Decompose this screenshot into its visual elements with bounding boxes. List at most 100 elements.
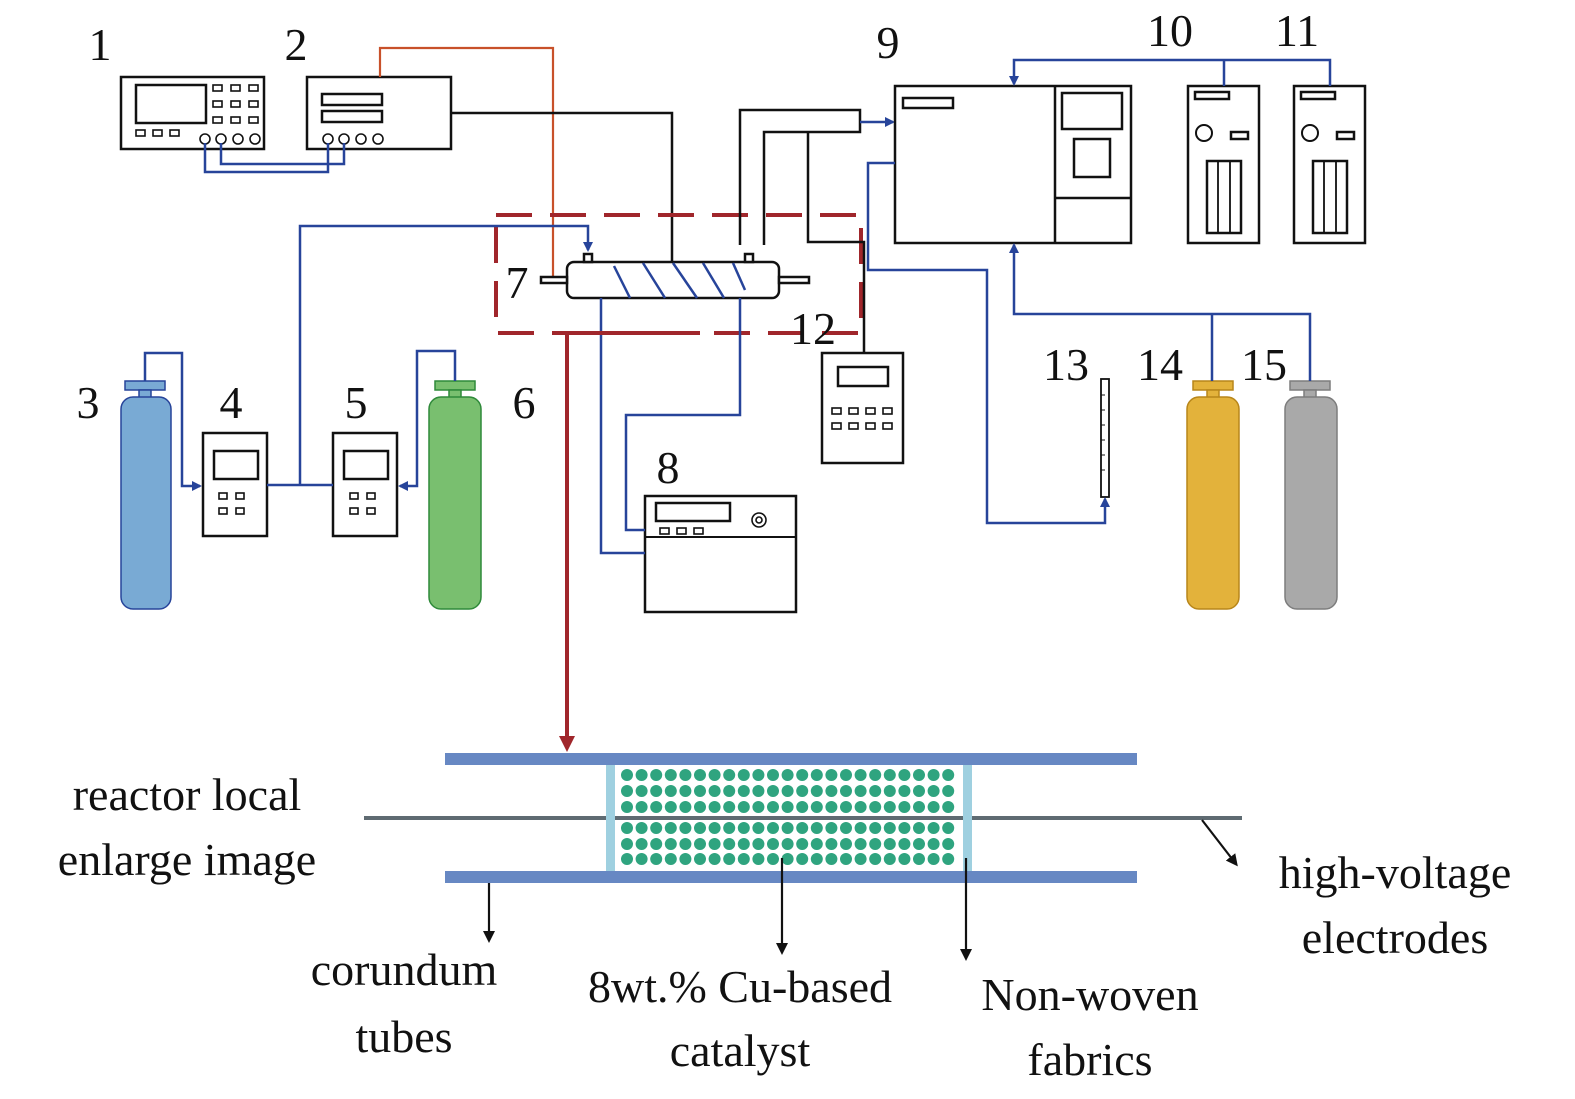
catalyst-bead: [796, 853, 809, 865]
catalyst-bead: [883, 769, 896, 781]
caption-catalyst-1: 8wt.% Cu-based: [588, 961, 892, 1012]
catalyst-bead: [723, 769, 736, 781]
catalyst-bead: [927, 822, 940, 834]
catalyst-bead: [635, 785, 648, 797]
catalyst-bead: [898, 769, 911, 781]
catalyst-bead: [883, 801, 896, 813]
catalyst-bead: [708, 853, 721, 865]
catalyst-bead: [621, 822, 633, 834]
label-14: 14: [1137, 339, 1183, 390]
catalyst-bead: [781, 822, 794, 834]
catalyst-bead: [723, 785, 736, 797]
label-11: 11: [1275, 5, 1319, 56]
catalyst-bead: [679, 853, 692, 865]
catalyst-bead: [635, 822, 648, 834]
catalyst-bead: [927, 801, 940, 813]
catalyst-bead: [810, 838, 823, 850]
catalyst-bead: [621, 853, 633, 865]
catalyst-bead: [898, 838, 911, 850]
catalyst-bead: [737, 822, 750, 834]
label-4: 4: [220, 377, 243, 428]
catalyst-bead: [767, 785, 779, 797]
oscilloscope-8: [643, 494, 798, 614]
catalyst-bead: [737, 801, 750, 813]
mass-flow-controller-4: [201, 431, 269, 538]
catalyst-bead: [767, 822, 779, 834]
label-13: 13: [1043, 339, 1089, 390]
catalyst-bead: [723, 838, 736, 850]
catalyst-bead: [650, 822, 663, 834]
caption-enlarge-2: enlarge image: [58, 834, 316, 885]
catalyst-bead: [664, 853, 677, 865]
catalyst-bead: [708, 769, 721, 781]
catalyst-bead: [913, 801, 925, 813]
label-10: 10: [1147, 5, 1193, 56]
gas-cylinder-6: [428, 380, 482, 610]
catalyst-bead: [650, 838, 663, 850]
catalyst-bead: [635, 853, 648, 865]
catalyst-bead: [796, 801, 809, 813]
catalyst-bead: [869, 785, 882, 797]
zoom-arrow: [559, 331, 700, 752]
catalyst-bead: [781, 853, 794, 865]
catalyst-bead: [708, 785, 721, 797]
label-2: 2: [285, 19, 308, 70]
catalyst-bead: [942, 769, 955, 781]
catalyst-bead: [752, 853, 765, 865]
data-cable-10-11: [1014, 58, 1332, 86]
catalyst-bead: [840, 822, 852, 834]
catalyst-bead: [723, 853, 736, 865]
catalyst-bead: [913, 853, 925, 865]
computer-11: [1292, 84, 1367, 245]
caption-fabric-2: fabrics: [1027, 1034, 1152, 1085]
dbd-reactor-7: [539, 252, 811, 300]
catalyst-bead: [723, 822, 736, 834]
catalyst-bead: [942, 853, 955, 865]
caption-tubes-1: corundum: [311, 944, 498, 995]
non-woven-fabric-right: [963, 765, 972, 871]
catalyst-bead: [708, 838, 721, 850]
catalyst-bead: [942, 838, 955, 850]
catalyst-bead: [767, 838, 779, 850]
catalyst-bead: [913, 785, 925, 797]
catalyst-bead: [679, 801, 692, 813]
catalyst-bed: [621, 769, 955, 865]
catalyst-bead: [840, 769, 852, 781]
catalyst-bead: [942, 801, 955, 813]
catalyst-bead: [694, 853, 706, 865]
catalyst-bead: [752, 822, 765, 834]
probe-cable-2: [624, 298, 742, 532]
catalyst-bead: [796, 769, 809, 781]
catalyst-bead: [883, 838, 896, 850]
catalyst-bead: [854, 785, 867, 797]
catalyst-bead: [635, 769, 648, 781]
label-3: 3: [77, 377, 100, 428]
computer-10: [1186, 84, 1261, 245]
catalyst-bead: [694, 838, 706, 850]
catalyst-bead: [869, 853, 882, 865]
catalyst-bead: [767, 769, 779, 781]
catalyst-bead: [694, 785, 706, 797]
catalyst-bead: [927, 838, 940, 850]
catalyst-bead: [854, 853, 867, 865]
temperature-monitor-12: [820, 351, 905, 465]
catalyst-bead: [679, 769, 692, 781]
catalyst-bead: [810, 822, 823, 834]
catalyst-bead: [796, 785, 809, 797]
catalyst-bead: [679, 822, 692, 834]
catalyst-bead: [708, 801, 721, 813]
mass-flow-controller-5: [331, 431, 399, 538]
catalyst-bead: [927, 769, 940, 781]
catalyst-bead: [621, 769, 633, 781]
label-1: 1: [89, 19, 112, 70]
catalyst-bead: [810, 853, 823, 865]
catalyst-bead: [752, 838, 765, 850]
feed-gas-line: [298, 224, 593, 485]
catalyst-bead: [650, 785, 663, 797]
thermocouple-line: [806, 132, 866, 353]
catalyst-bead: [825, 785, 838, 797]
catalyst-bead: [650, 853, 663, 865]
catalyst-bead: [854, 801, 867, 813]
catalyst-bead: [621, 838, 633, 850]
